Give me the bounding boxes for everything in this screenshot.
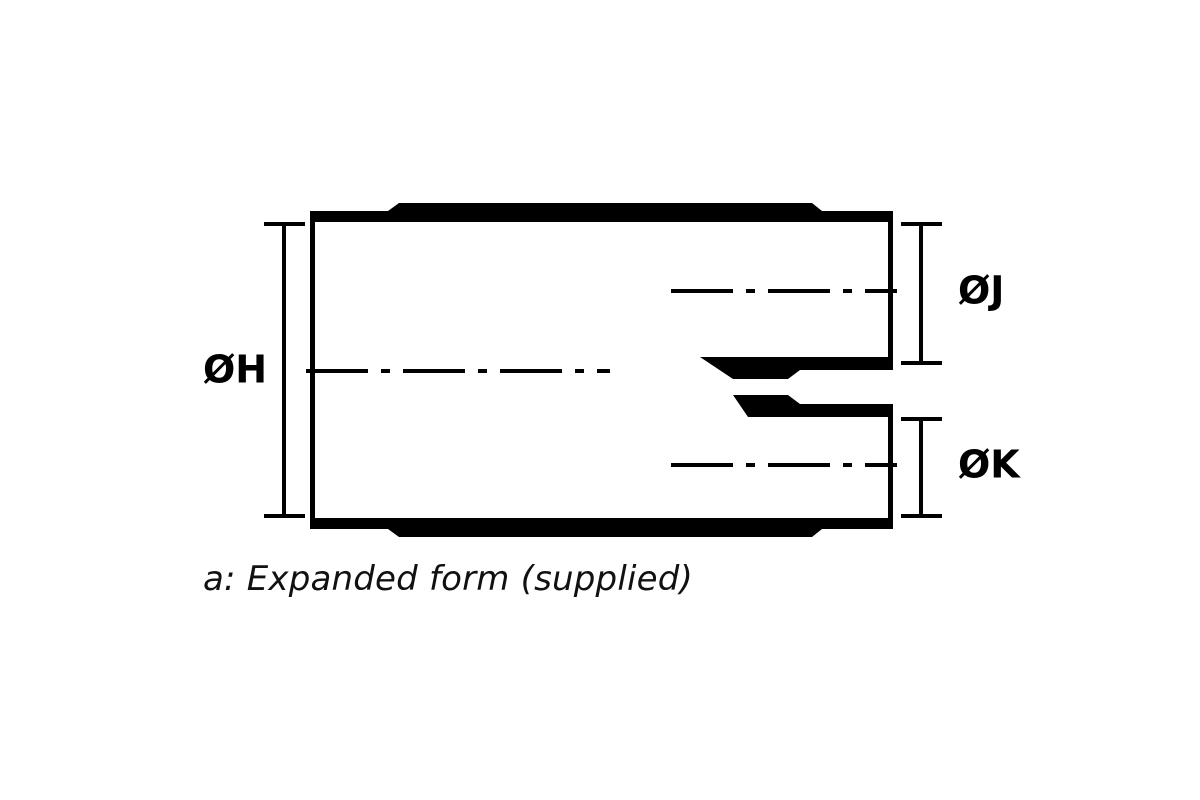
dimension-H: ØH	[203, 222, 305, 518]
slot-upper-jaw	[700, 357, 893, 379]
sleeve-right-face-upper	[888, 211, 893, 363]
dimension-K-label: ØK	[958, 443, 1021, 487]
dimension-J: ØJ	[901, 222, 1004, 365]
sleeve-bottom-wall	[310, 518, 893, 537]
sleeve-right-face-lower	[888, 417, 893, 529]
dimension-K: ØK	[901, 417, 1021, 518]
dimension-J-label: ØJ	[958, 269, 1004, 313]
sleeve-top-wall	[310, 203, 893, 222]
figure-caption: a: Expanded form (supplied)	[203, 559, 693, 599]
slot-lower-jaw	[733, 395, 893, 417]
dimension-H-label: ØH	[203, 348, 267, 392]
